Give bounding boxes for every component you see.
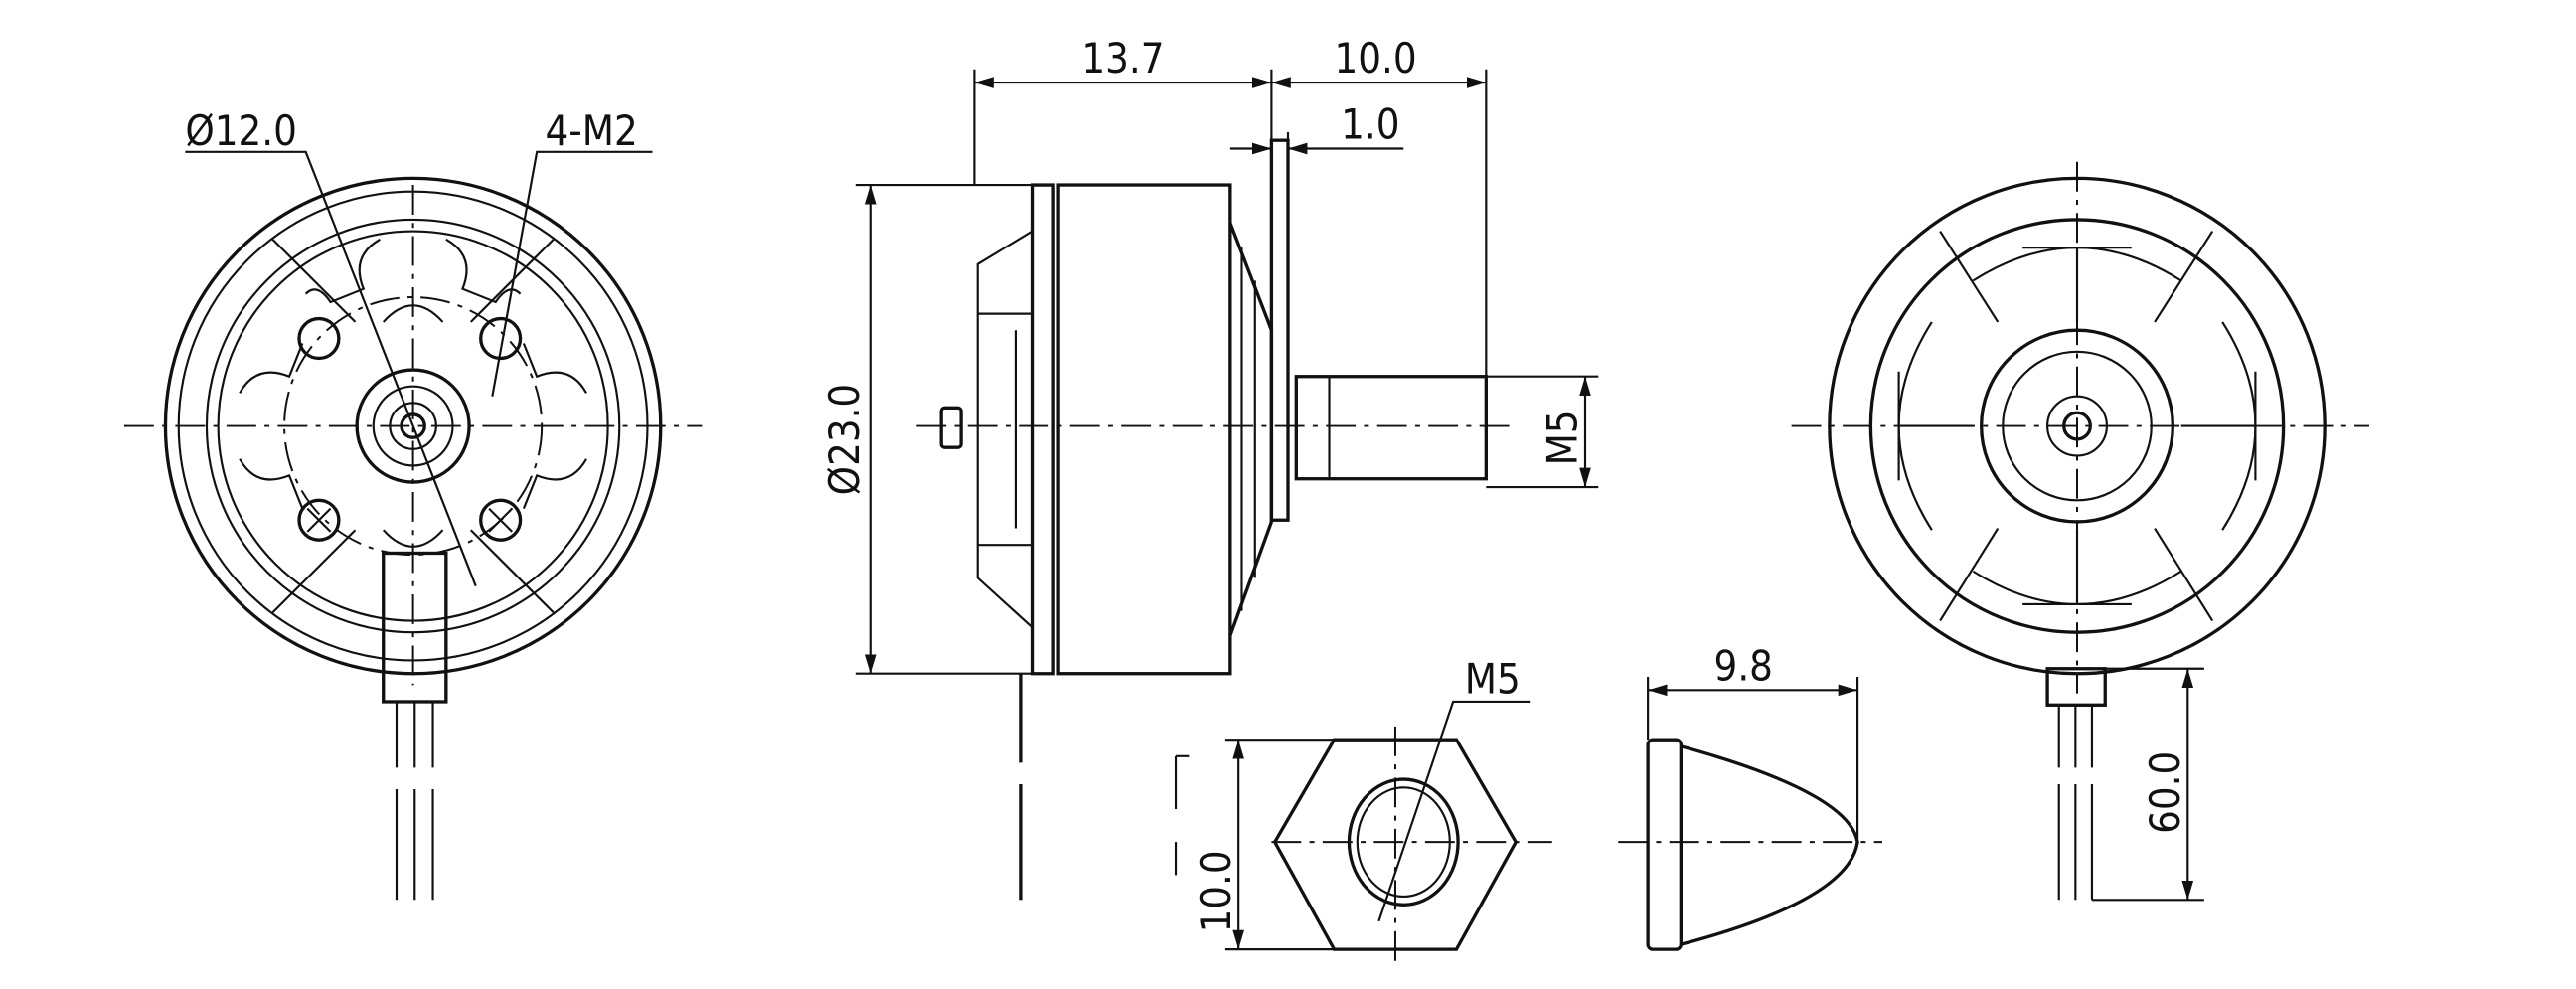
nut-view: M5 10.0 <box>1174 655 1552 966</box>
side-view: 13.7 10.0 1.0 Ø23.0 M5 <box>820 34 1599 901</box>
nut-width-label: 10.0 <box>1192 850 1240 932</box>
nut-thread-label: M5 <box>1465 655 1521 704</box>
length-label: 13.7 <box>1081 34 1164 82</box>
diameter-label: Ø23.0 <box>820 384 869 496</box>
wire-length-label: 60.0 <box>2141 751 2189 834</box>
cap-length-label: 9.8 <box>1714 641 1773 690</box>
mount-holes-label: 4-M2 <box>546 106 638 155</box>
front-view: Ø12.0 4-M2 <box>123 106 703 901</box>
mount-hole <box>297 316 523 542</box>
hub-diameter-label: Ø12.0 <box>185 106 297 155</box>
rear-view: 60.0 <box>1791 161 2370 902</box>
collar-label: 1.0 <box>1341 100 1399 149</box>
stator-arms <box>239 238 587 548</box>
prop-cap-view: 9.8 <box>1618 641 1882 951</box>
shaft-thread-label: M5 <box>1538 410 1587 465</box>
shaft-length-label: 10.0 <box>1335 34 1417 82</box>
wire-sleeve <box>382 551 448 704</box>
